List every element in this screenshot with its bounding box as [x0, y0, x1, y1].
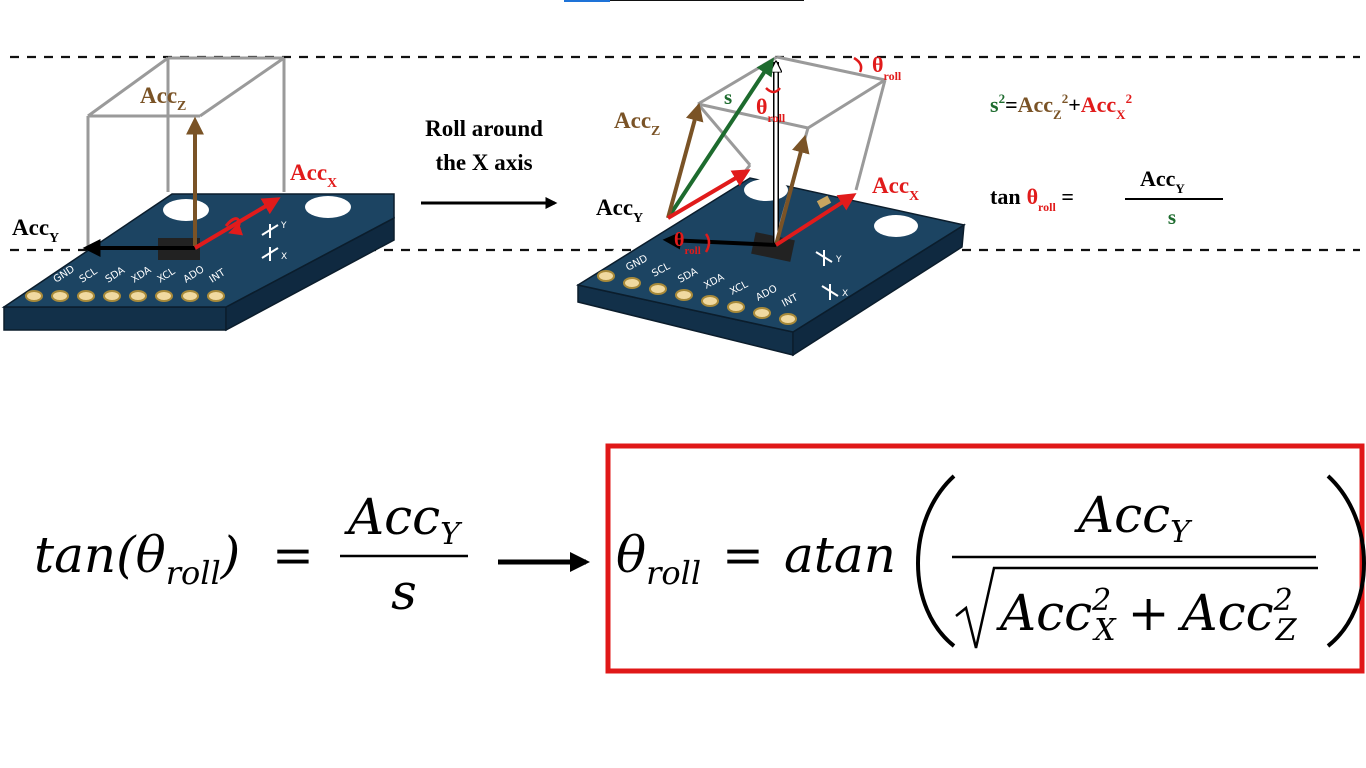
- chip-x-label: X: [842, 289, 848, 299]
- formula-right-atan: atan: [784, 526, 896, 584]
- axis-orientation-icon: [815, 250, 839, 300]
- sqrt-radical: [955, 566, 1318, 649]
- label-acc-z-rotated: AccZ: [614, 108, 660, 139]
- formula-left-lhs: tan(θroll): [34, 526, 240, 592]
- right-vectors: [662, 56, 863, 253]
- mount-hole: [744, 179, 788, 201]
- label-theta-roll-corner: θroll: [872, 52, 902, 83]
- formula-right-equals: =: [722, 526, 764, 584]
- chip-y-label: Y: [835, 255, 842, 265]
- chip-x-label: X: [281, 252, 287, 262]
- right-paren: [1326, 474, 1366, 648]
- formula-right-numerator: AccY: [1074, 486, 1193, 550]
- label-s: s: [724, 85, 732, 109]
- s-vector: [666, 57, 774, 220]
- left-pins: [25, 290, 225, 302]
- right-labels: AccZ s θroll θroll AccX AccY θroll: [596, 52, 919, 257]
- theta-arc-bottom: [704, 233, 711, 253]
- acc-z-vector-rotated: [666, 102, 704, 219]
- label-acc-x-rotated: AccX: [872, 173, 919, 204]
- roll-caption: Roll around the X axis: [425, 116, 543, 175]
- left-box-wireframe: [86, 56, 286, 246]
- accent-bar-line: [610, 0, 804, 1]
- formula-left-numerator: AccY: [344, 488, 463, 552]
- label-theta-roll-bottom: θroll: [674, 229, 701, 257]
- chip-marker: [816, 195, 832, 209]
- mount-hole: [163, 199, 209, 221]
- label-acc-y: AccY: [12, 215, 59, 246]
- right-sensor-board: VCC GND SCL SDA XDA XCL ADO INT Y X: [576, 177, 966, 357]
- chip-y-label: Y: [280, 221, 287, 231]
- theta-arc-corner: [853, 56, 863, 73]
- theta-arc-top: [765, 87, 781, 94]
- roll-rotation-icon: [224, 217, 244, 236]
- acc-y-vector-rotated: [662, 231, 777, 250]
- formula-left-equals: =: [272, 526, 314, 584]
- label-acc-y-rotated: AccY: [596, 195, 643, 226]
- mount-hole: [305, 196, 351, 218]
- left-labels: AccZ AccX AccY: [12, 83, 337, 246]
- acc-x-vector-rotated: [666, 169, 751, 220]
- label-acc-z: AccZ: [140, 83, 186, 114]
- label-theta-roll-top: θroll: [756, 94, 786, 125]
- formula-left-denominator: s: [391, 563, 417, 621]
- eq-s-squared: s2=AccZ2+AccX2: [990, 91, 1132, 122]
- top-accent-bar: [564, 0, 804, 2]
- acc-z-vector-component: [774, 134, 810, 246]
- right-pins: [597, 270, 797, 325]
- left-paren: [916, 474, 956, 648]
- axis-orientation-icon: [261, 224, 279, 261]
- mount-hole: [874, 215, 918, 237]
- left-vectors: [82, 116, 281, 257]
- roll-caption-line2: the X axis: [435, 150, 532, 175]
- left-sensor-board: VCC GND SCL SDA XDA XCL ADO INT Y X: [1, 193, 395, 332]
- accent-bar-blue: [564, 0, 610, 2]
- eq-tan-denominator: s: [1168, 205, 1176, 229]
- acc-x-vector-component: [774, 193, 857, 247]
- label-acc-x: AccX: [290, 160, 337, 191]
- roll-caption-line1: Roll around: [425, 116, 543, 141]
- formula-left: tan(θroll) = AccY s: [34, 488, 468, 621]
- eq-tan-numerator: AccY: [1140, 166, 1185, 196]
- formula-right-lhs: θroll: [616, 526, 701, 592]
